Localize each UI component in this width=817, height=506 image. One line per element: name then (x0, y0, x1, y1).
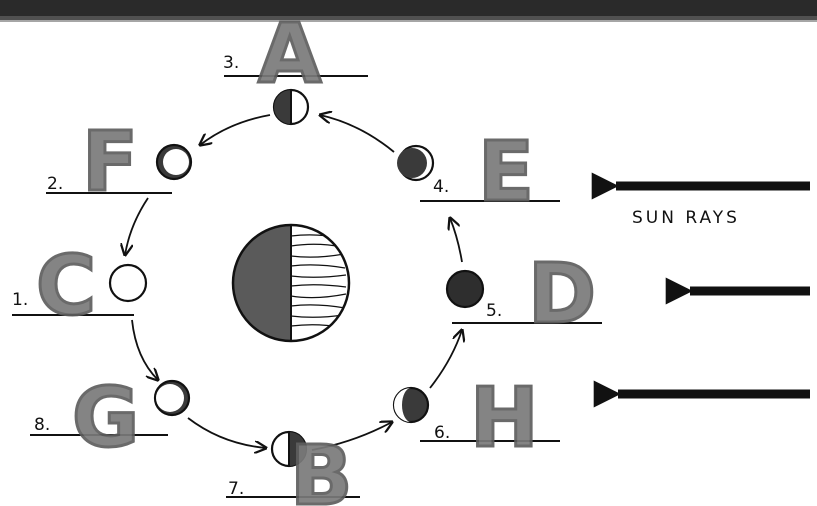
position-number-7: 7. (228, 479, 244, 499)
moon-position-5 (445, 269, 485, 309)
top-border-shade (0, 16, 817, 22)
top-border-band (0, 0, 817, 20)
orbit-arrow-4-to-3 (320, 115, 395, 153)
answer-letter-3: A (258, 7, 322, 102)
moon-position-8 (153, 379, 191, 417)
moon-position-4 (397, 144, 435, 182)
position-number-1: 1. (12, 290, 28, 310)
answer-letter-5: D (528, 247, 596, 342)
sun-rays-label: SUN RAYS (632, 208, 740, 228)
orbit-arrow-1-to-8 (131, 319, 158, 380)
answer-letter-8: G (72, 371, 139, 466)
orbit-arrow-2-to-1 (125, 197, 149, 255)
position-number-4: 4. (433, 177, 449, 197)
earth-globe (231, 223, 351, 343)
orbit-arrow-8-to-7 (187, 417, 266, 448)
orbit-arrow-7-to-6 (311, 422, 392, 451)
position-number-5: 5. (486, 301, 502, 321)
position-number-3: 3. (223, 53, 239, 73)
position-number-8: 8. (34, 415, 50, 435)
orbit-arrow-5-to-4 (450, 218, 463, 263)
moon-position-1 (108, 263, 148, 303)
answer-letter-4: E (478, 125, 534, 220)
orbit-arrow-6-to-5 (429, 330, 462, 389)
answer-letter-7: B (290, 429, 353, 506)
answer-letter-2: F (82, 115, 138, 210)
moon-position-7 (270, 430, 308, 468)
position-number-2: 2. (47, 174, 63, 194)
moon-position-2 (155, 143, 193, 181)
position-number-6: 6. (434, 423, 450, 443)
moon-position-3 (272, 88, 310, 126)
moon-position-6 (392, 386, 430, 424)
answer-letter-1: C (36, 239, 96, 334)
orbit-arrow-3-to-2 (200, 114, 271, 145)
answer-letter-6: H (470, 371, 539, 466)
